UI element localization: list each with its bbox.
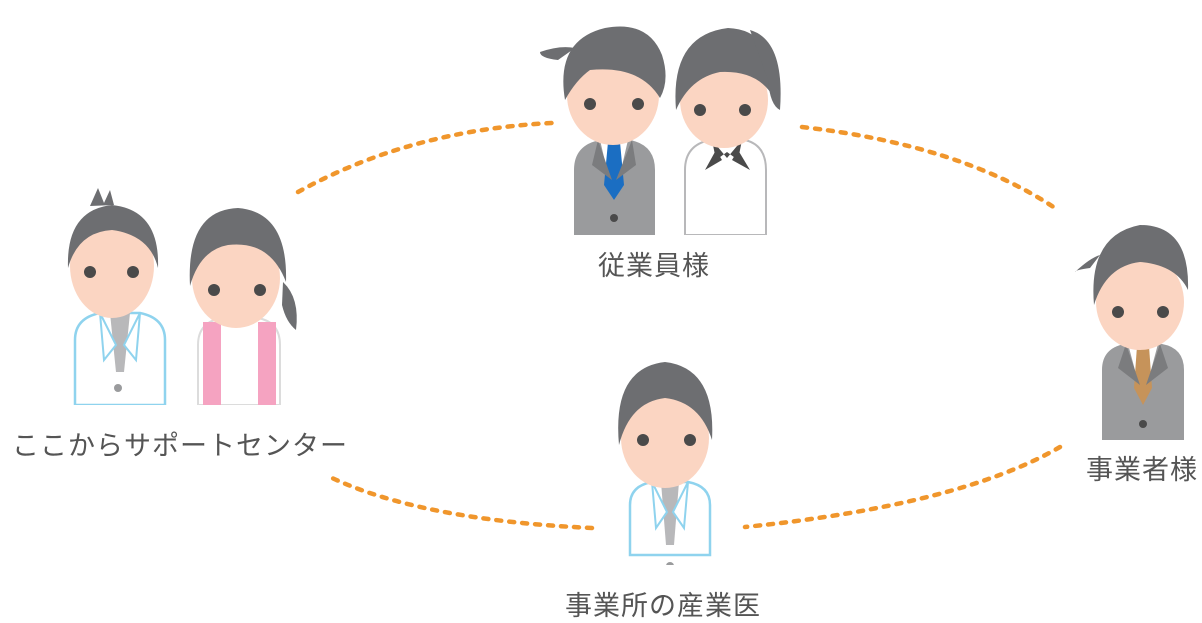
connector-employees-employer (799, 124, 1058, 211)
connector-center-employees (295, 120, 555, 195)
employee-male-figure (540, 26, 666, 235)
employees-label: 従業員様 (598, 251, 710, 282)
employer-label: 事業者様 (1086, 455, 1198, 486)
employer-figure (1075, 225, 1189, 440)
employee-female-figure (675, 28, 781, 235)
connector-employer-doctor (742, 444, 1063, 530)
connector-doctor-center (327, 474, 595, 531)
occupational-doctor-figure (618, 362, 713, 565)
occupational-doctor-label: 事業所の産業医 (565, 591, 761, 622)
support-center-label: ここからサポートセンター (12, 431, 348, 462)
connector-lines (295, 120, 1063, 531)
support-center-male-figure (67, 188, 167, 405)
support-center-female-figure (189, 208, 297, 405)
